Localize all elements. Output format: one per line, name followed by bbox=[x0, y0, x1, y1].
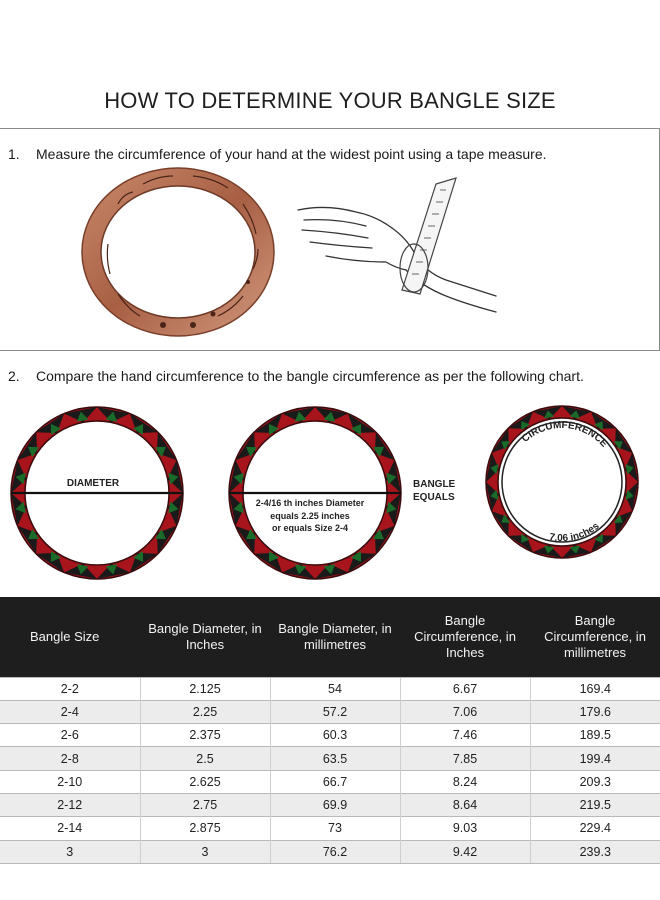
table-cell: 2.625 bbox=[139, 769, 270, 794]
col-header-circ-mm: Bangle Circumference, in millimetres bbox=[530, 597, 660, 677]
table-cell: 2-8 bbox=[0, 746, 140, 771]
size-note-line1: 2-4/16 th inches Diameter bbox=[256, 498, 365, 508]
table-cell: 2-10 bbox=[0, 769, 140, 794]
copper-bangle-image bbox=[81, 167, 275, 337]
bangle-size-note-diagram: 2-4/16 th inches Diameter equals 2.25 in… bbox=[228, 406, 402, 580]
page-title: HOW TO DETERMINE YOUR BANGLE SIZE bbox=[104, 88, 556, 113]
table-cell: 76.2 bbox=[269, 839, 400, 864]
table-cell: 179.6 bbox=[529, 699, 660, 724]
col-header-diameter-mm: Bangle Diameter, in millimetres bbox=[270, 597, 400, 677]
divider bbox=[0, 350, 660, 351]
step-number: 1. bbox=[8, 146, 20, 162]
step-1-text: 1. Measure the circumference of your hand… bbox=[8, 146, 547, 162]
table-cell: 169.4 bbox=[529, 676, 660, 701]
size-note-line3: or equals Size 2-4 bbox=[272, 523, 348, 533]
col-header-diameter-in: Bangle Diameter, in Inches bbox=[140, 597, 270, 677]
table-cell: 9.42 bbox=[399, 839, 530, 864]
step-instruction: Measure the circumference of your hand a… bbox=[36, 146, 547, 162]
table-header-row: Bangle Size Bangle Diameter, in Inches B… bbox=[0, 597, 660, 677]
table-cell: 7.85 bbox=[399, 746, 530, 771]
table-cell: 229.4 bbox=[529, 816, 660, 841]
table-cell: 2.25 bbox=[139, 699, 270, 724]
table-cell: 73 bbox=[269, 816, 400, 841]
table-cell: 7.46 bbox=[399, 723, 530, 747]
bangle-diameter-diagram: DIAMETER bbox=[10, 406, 184, 580]
step-number: 2. bbox=[8, 368, 20, 384]
table-cell: 63.5 bbox=[269, 746, 400, 771]
table-cell: 2-14 bbox=[0, 816, 140, 841]
table-cell: 2.125 bbox=[139, 676, 270, 701]
divider bbox=[0, 128, 660, 129]
size-note-line2: equals 2.25 inches bbox=[270, 511, 350, 521]
table-cell: 7.06 bbox=[399, 699, 530, 724]
table-cell: 2.875 bbox=[139, 816, 270, 841]
table-cell: 66.7 bbox=[269, 769, 400, 794]
bangle-circumference-diagram: CIRCUMFERENCE 7.06 inches bbox=[485, 405, 639, 559]
table-cell: 2-4 bbox=[0, 699, 140, 724]
table-cell: 3 bbox=[139, 839, 270, 864]
table-cell: 3 bbox=[0, 839, 140, 864]
table-cell: 8.64 bbox=[399, 792, 530, 817]
diameter-label: DIAMETER bbox=[67, 478, 120, 489]
table-cell: 2-6 bbox=[0, 723, 140, 747]
table-cell: 219.5 bbox=[529, 792, 660, 817]
table-cell: 199.4 bbox=[529, 746, 660, 771]
table-cell: 189.5 bbox=[529, 723, 660, 747]
step-2-text: 2. Compare the hand circumference to the … bbox=[8, 368, 584, 384]
equals-line1: BANGLE bbox=[413, 479, 456, 490]
table-cell: 57.2 bbox=[269, 699, 400, 724]
equals-line2: EQUALS bbox=[413, 492, 455, 503]
table-cell: 2-12 bbox=[0, 792, 140, 817]
table-cell: 8.24 bbox=[399, 769, 530, 794]
table-cell: 2-2 bbox=[0, 676, 140, 701]
table-cell: 209.3 bbox=[529, 769, 660, 794]
hand-measure-image bbox=[297, 177, 497, 313]
table-cell: 60.3 bbox=[269, 723, 400, 747]
table-cell: 2.5 bbox=[139, 746, 270, 771]
table-cell: 9.03 bbox=[399, 816, 530, 841]
table-cell: 2.375 bbox=[139, 723, 270, 747]
table-cell: 2.75 bbox=[139, 792, 270, 817]
table-cell: 239.3 bbox=[529, 839, 660, 864]
table-cell: 6.67 bbox=[399, 676, 530, 701]
bangle-equals-label: BANGLE EQUALS bbox=[413, 478, 473, 504]
bangle-size-table: Bangle Size Bangle Diameter, in Inches B… bbox=[0, 597, 660, 864]
step-instruction: Compare the hand circumference to the ba… bbox=[36, 368, 584, 384]
col-header-circ-in: Bangle Circumference, in Inches bbox=[400, 597, 530, 677]
col-header-size: Bangle Size bbox=[0, 597, 140, 677]
table-cell: 69.9 bbox=[269, 792, 400, 817]
table-cell: 54 bbox=[269, 676, 400, 701]
